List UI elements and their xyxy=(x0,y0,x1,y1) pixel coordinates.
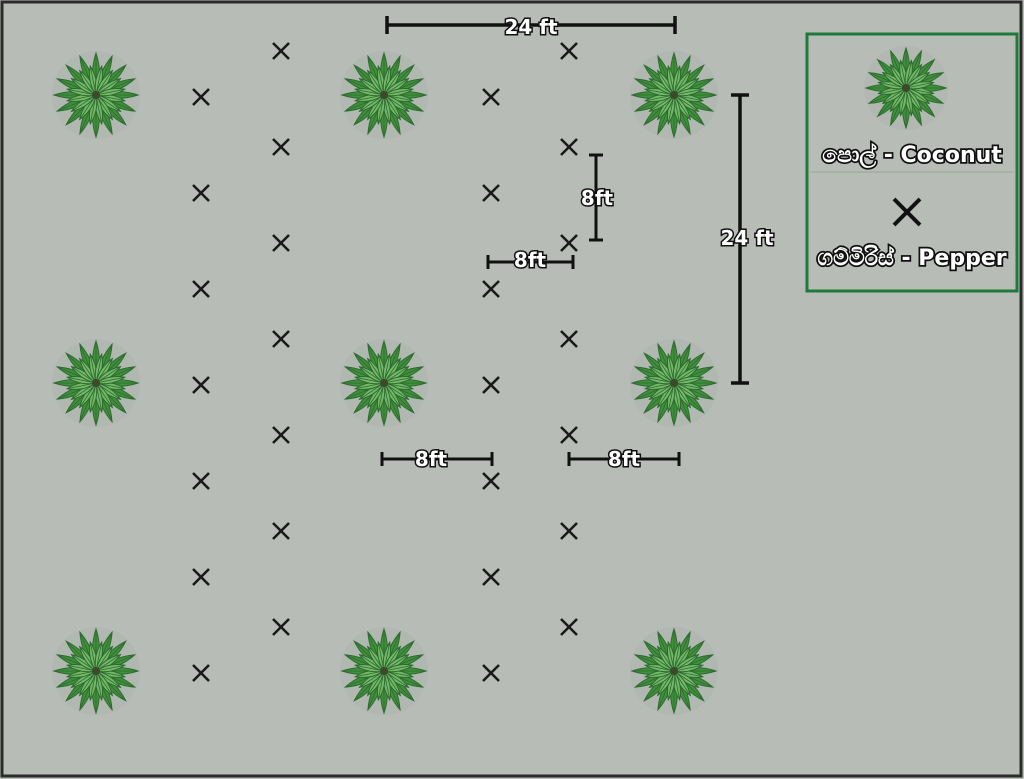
pepper-marker xyxy=(482,184,500,202)
legend-palm-graphic xyxy=(864,46,948,130)
pepper-marker xyxy=(272,522,290,540)
pepper-marker xyxy=(560,330,578,348)
palm-tree-icon xyxy=(51,626,141,716)
palm-tree-icon xyxy=(864,46,948,130)
legend-pepper-label: ගම්මිරිස් - Pepper xyxy=(817,244,1006,271)
dimension-label-right: 24 ft xyxy=(720,226,773,250)
dimension-vertical-8ft: 8ft xyxy=(579,153,615,242)
pepper-marker xyxy=(192,280,210,298)
pepper-marker xyxy=(272,234,290,252)
palm-tree-icon xyxy=(339,626,429,716)
dimension-top-24ft: 24 ft xyxy=(385,14,677,41)
pepper-marker xyxy=(272,618,290,636)
pepper-marker xyxy=(560,522,578,540)
pepper-marker xyxy=(482,376,500,394)
pepper-marker xyxy=(560,42,578,60)
dimension-right-24ft: 24 ft xyxy=(719,93,775,385)
pepper-marker xyxy=(272,330,290,348)
pepper-marker xyxy=(192,472,210,490)
palm-tree-icon xyxy=(339,50,429,140)
pepper-marker xyxy=(482,664,500,682)
legend-coconut-label: පොල් - Coconut xyxy=(822,142,1002,169)
palm-tree-icon xyxy=(629,50,719,140)
pepper-marker xyxy=(192,184,210,202)
pepper-markers xyxy=(192,42,578,682)
pepper-marker xyxy=(560,138,578,156)
pepper-marker xyxy=(482,472,500,490)
palm-tree-icon xyxy=(51,338,141,428)
dimension-label-top: 24 ft xyxy=(504,15,557,39)
palm-tree-icon xyxy=(629,626,719,716)
coconut-palms xyxy=(51,50,719,716)
pepper-marker xyxy=(482,88,500,106)
pepper-marker xyxy=(192,568,210,586)
pepper-marker xyxy=(192,88,210,106)
dimension-horizontal-8ft: 8ft xyxy=(486,247,575,274)
dimension-left-gap-8ft: 8ft xyxy=(380,446,494,473)
pepper-marker xyxy=(272,42,290,60)
pepper-marker xyxy=(560,426,578,444)
pepper-marker xyxy=(560,234,578,252)
pepper-marker xyxy=(482,568,500,586)
palm-tree-icon xyxy=(339,338,429,428)
palm-tree-icon xyxy=(629,338,719,428)
dimension-right-gap-8ft: 8ft xyxy=(567,446,681,473)
dimension-label-left-gap: 8ft xyxy=(415,447,448,471)
pepper-marker xyxy=(272,138,290,156)
pepper-marker xyxy=(272,426,290,444)
dimension-label-right-gap: 8ft xyxy=(608,447,641,471)
pepper-marker xyxy=(560,618,578,636)
pepper-marker xyxy=(192,664,210,682)
cross-marker-icon xyxy=(892,197,922,227)
legend: පොල් - Coconut ගම්මිරිස් - Pepper xyxy=(805,32,1019,293)
pepper-marker xyxy=(482,280,500,298)
palm-tree-icon xyxy=(51,50,141,140)
dimension-label-horizontal-spacing: 8ft xyxy=(514,248,547,272)
pepper-marker xyxy=(192,376,210,394)
dimension-label-vertical-spacing: 8ft xyxy=(581,186,614,210)
